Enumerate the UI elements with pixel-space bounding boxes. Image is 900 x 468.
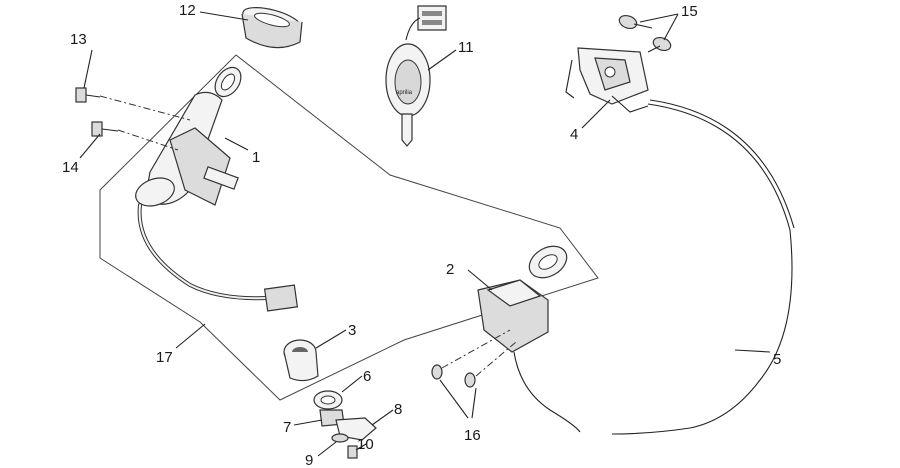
part-small-bits <box>313 390 377 459</box>
label-13: 13 <box>70 31 87 48</box>
label-9: 9 <box>305 452 313 468</box>
label-16: 16 <box>464 427 481 444</box>
part-grommet <box>241 7 303 49</box>
label-11: 11 <box>458 39 474 56</box>
part-screw-13 <box>75 87 191 121</box>
label-8: 8 <box>394 401 402 418</box>
part-ignition-switch <box>135 66 299 312</box>
part-seat-latch <box>565 47 649 113</box>
label-6: 6 <box>363 368 371 385</box>
part-screws-15 <box>618 14 672 53</box>
label-12: 12 <box>179 2 196 19</box>
part-screw-14 <box>91 121 179 151</box>
label-4: 4 <box>570 126 578 143</box>
label-7: 7 <box>283 419 291 436</box>
part-key: aprilia <box>385 5 447 147</box>
label-15: 15 <box>681 3 698 20</box>
label-1: 1 <box>252 149 260 166</box>
kit-outline <box>99 54 599 401</box>
part-cable <box>611 103 793 435</box>
part-lock-housing <box>283 339 319 382</box>
label-10: 10 <box>357 436 374 453</box>
part-seat-lock <box>441 245 581 433</box>
label-17: 17 <box>156 349 173 366</box>
label-3: 3 <box>348 322 356 339</box>
part-screws-16 <box>431 364 476 388</box>
key-logo: aprilia <box>396 90 413 96</box>
label-14: 14 <box>62 159 79 176</box>
label-2: 2 <box>446 261 454 278</box>
label-5: 5 <box>773 351 781 368</box>
leader-lines <box>79 11 771 457</box>
